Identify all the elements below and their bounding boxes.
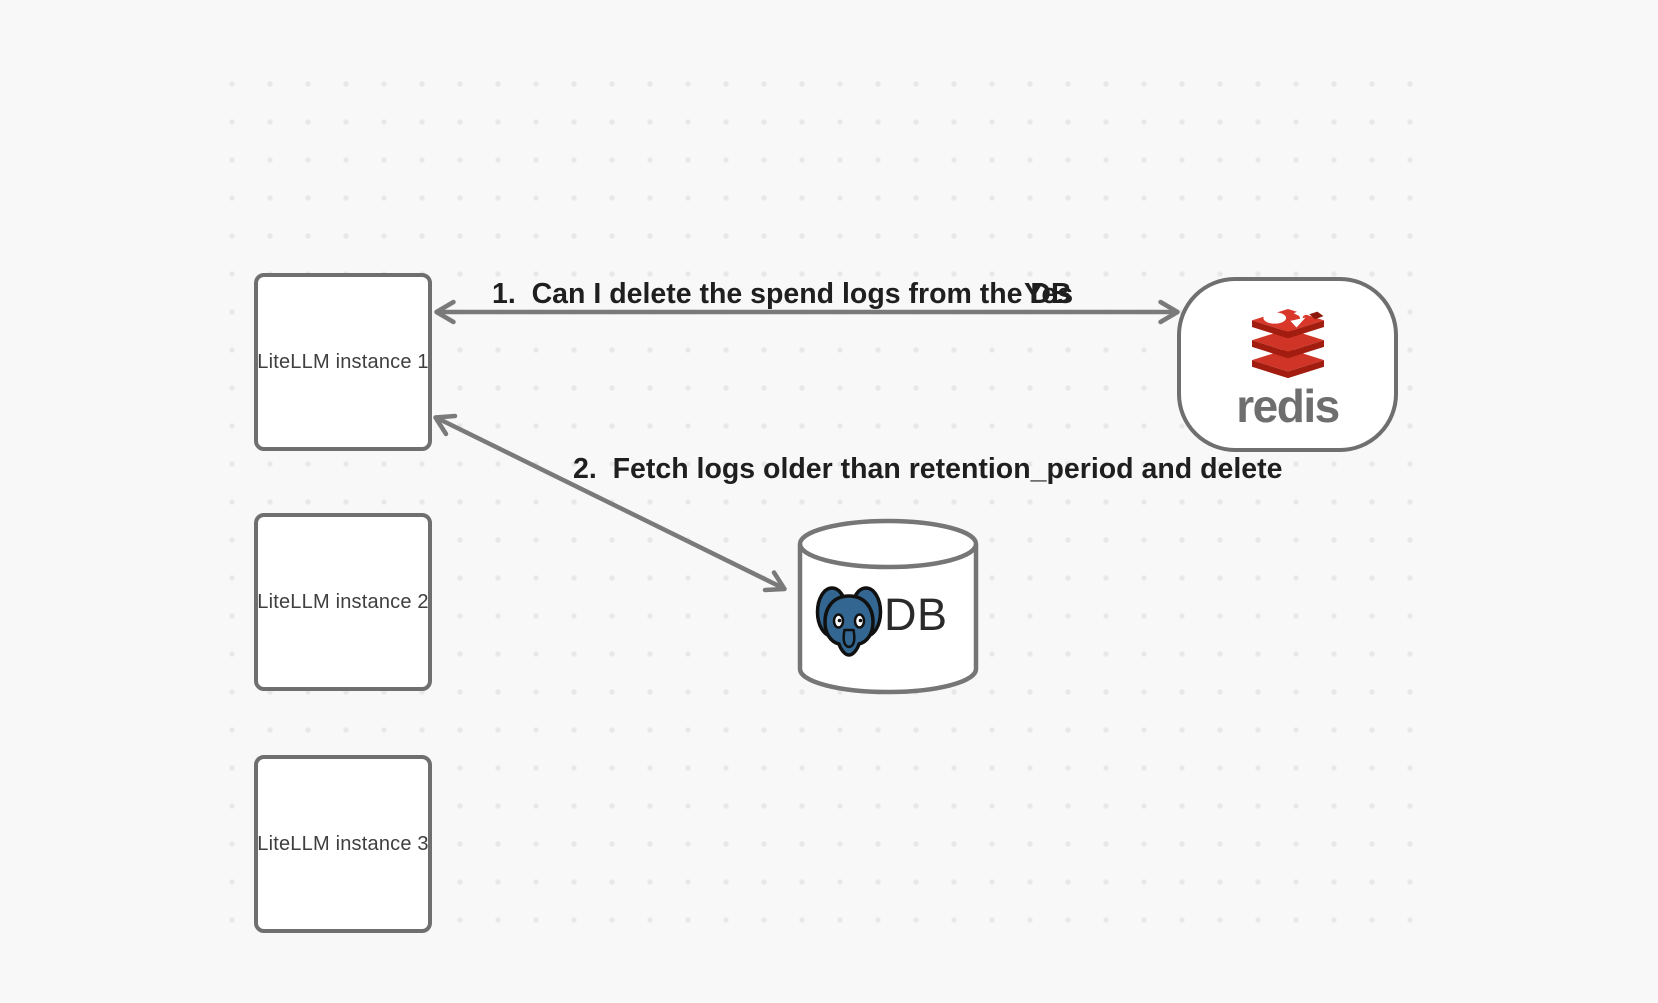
postgresql-icon [815, 586, 883, 657]
database-cylinder [797, 518, 979, 695]
litellm-instance-3-label: LiteLLM instance 3 [257, 832, 429, 855]
arrow-redis-to-instance1 [434, 299, 1180, 325]
litellm-instance-2-label: LiteLLM instance 2 [257, 590, 429, 613]
arrow-1-label: 1. Can I delete the spend logs from the … [492, 278, 1072, 310]
db-label: DB [884, 589, 948, 640]
arrow-instance1-to-db [433, 413, 787, 593]
redis-logo-icon [1251, 309, 1324, 379]
redis-node: redis [1177, 277, 1398, 452]
litellm-instance-1-label: LiteLLM instance 1 [257, 350, 429, 373]
litellm-instance-3-node: LiteLLM instance 3 [254, 755, 432, 933]
litellm-instance-1-node: LiteLLM instance 1 [254, 273, 432, 451]
redis-wordmark: redis [1236, 380, 1340, 432]
litellm-instance-2-node: LiteLLM instance 2 [254, 513, 432, 691]
arrow-1-answer: Yes [1024, 278, 1074, 310]
arrow-2-label: 2. Fetch logs older than retention_perio… [573, 453, 1283, 485]
